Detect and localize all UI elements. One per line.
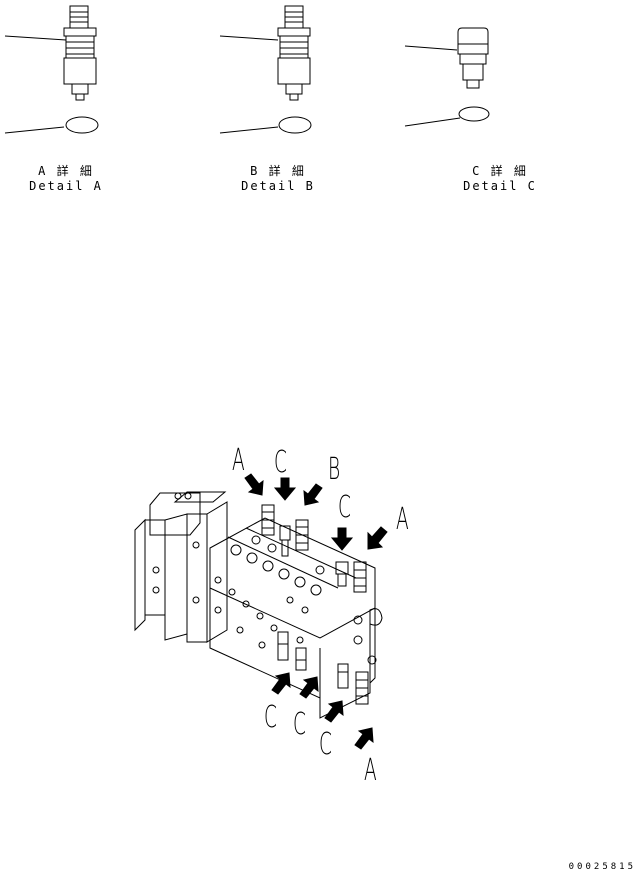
control-valve-assembly xyxy=(134,491,383,719)
detail-b-relief-valve xyxy=(219,5,311,101)
detail-b-caption: B 詳 細 Detail B xyxy=(232,164,324,194)
arrow-c-right xyxy=(330,527,354,551)
part-number: 00025815 xyxy=(568,862,636,872)
detail-a-caption: A 詳 細 Detail A xyxy=(20,164,112,194)
detail-a-en-label: Detail A xyxy=(29,179,103,193)
arrow-a-top xyxy=(244,473,264,496)
detail-b-jp-label: B 詳 細 xyxy=(250,164,306,178)
callout-label: C xyxy=(338,490,351,525)
detail-c-plug xyxy=(404,27,489,89)
callout-arrows xyxy=(244,473,388,750)
detail-c-jp-label: C 詳 細 xyxy=(472,164,528,178)
arrow-c-bottom-2 xyxy=(299,676,319,699)
detail-a-jp-label: A 詳 細 xyxy=(38,164,94,178)
arrow-a-right xyxy=(367,526,388,550)
detail-a-relief-valve xyxy=(4,5,97,101)
arrow-b xyxy=(303,483,323,506)
arrow-c-bottom-3 xyxy=(324,700,344,723)
callout-label: A xyxy=(396,502,409,537)
callout-label: A xyxy=(232,443,245,478)
detail-a-o-ring xyxy=(4,116,99,134)
callout-label: C xyxy=(274,445,287,480)
callout-label: C xyxy=(264,700,277,735)
callout-label: C xyxy=(319,727,332,762)
callout-label: C xyxy=(293,707,306,742)
arrow-c-top xyxy=(273,477,297,501)
detail-b-o-ring xyxy=(219,116,312,134)
detail-c-en-label: Detail C xyxy=(463,179,537,193)
detail-b-en-label: Detail B xyxy=(241,179,315,193)
arrow-a-bottom xyxy=(354,727,374,750)
detail-c-o-ring xyxy=(404,106,490,127)
callout-label: A xyxy=(364,753,377,788)
detail-c-caption: C 詳 細 Detail C xyxy=(454,164,546,194)
arrow-c-bottom-1 xyxy=(271,672,291,695)
callout-label: B xyxy=(328,452,341,487)
